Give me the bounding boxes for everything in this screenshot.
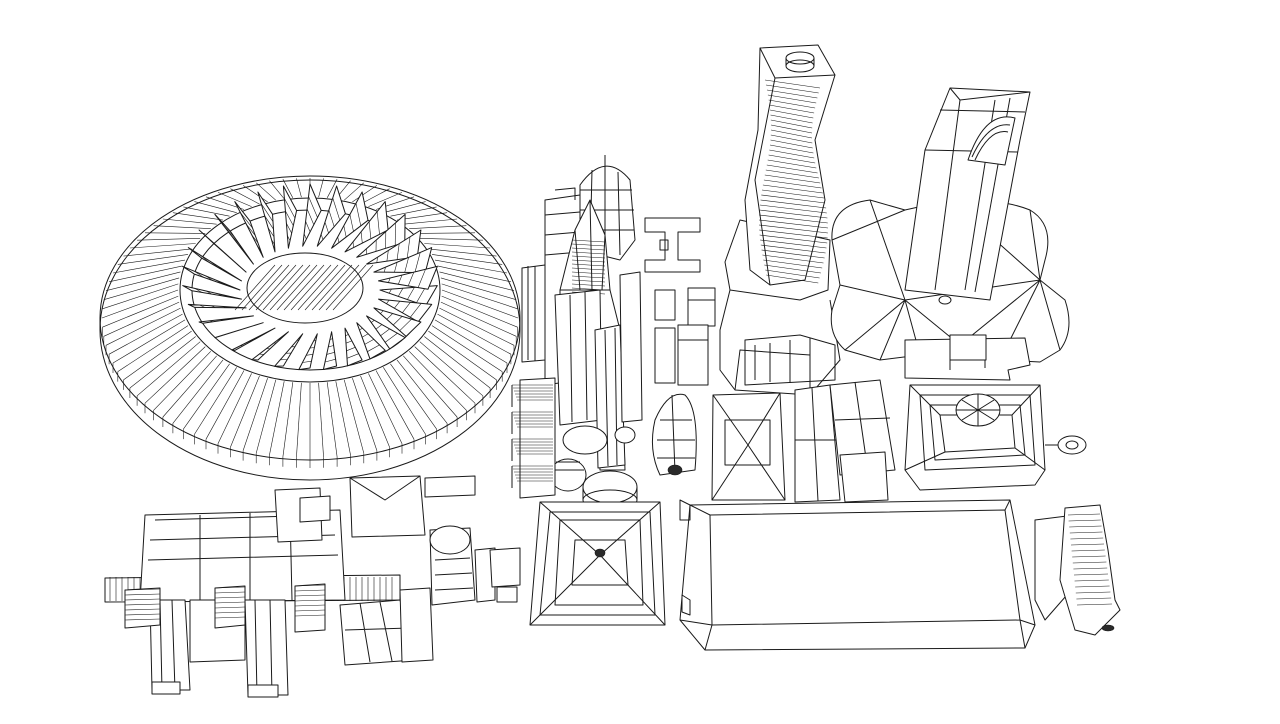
twisted-tower-model — [720, 45, 840, 395]
pyramid-tower-model — [545, 155, 642, 510]
palace-model — [905, 335, 1086, 490]
stadium-model — [100, 176, 520, 480]
square-monument-model — [530, 502, 665, 625]
small-annex-model — [1035, 505, 1120, 635]
low-complex-model — [105, 476, 520, 697]
long-hall-model — [680, 500, 1035, 650]
kingdom-tower-model — [831, 88, 1069, 362]
